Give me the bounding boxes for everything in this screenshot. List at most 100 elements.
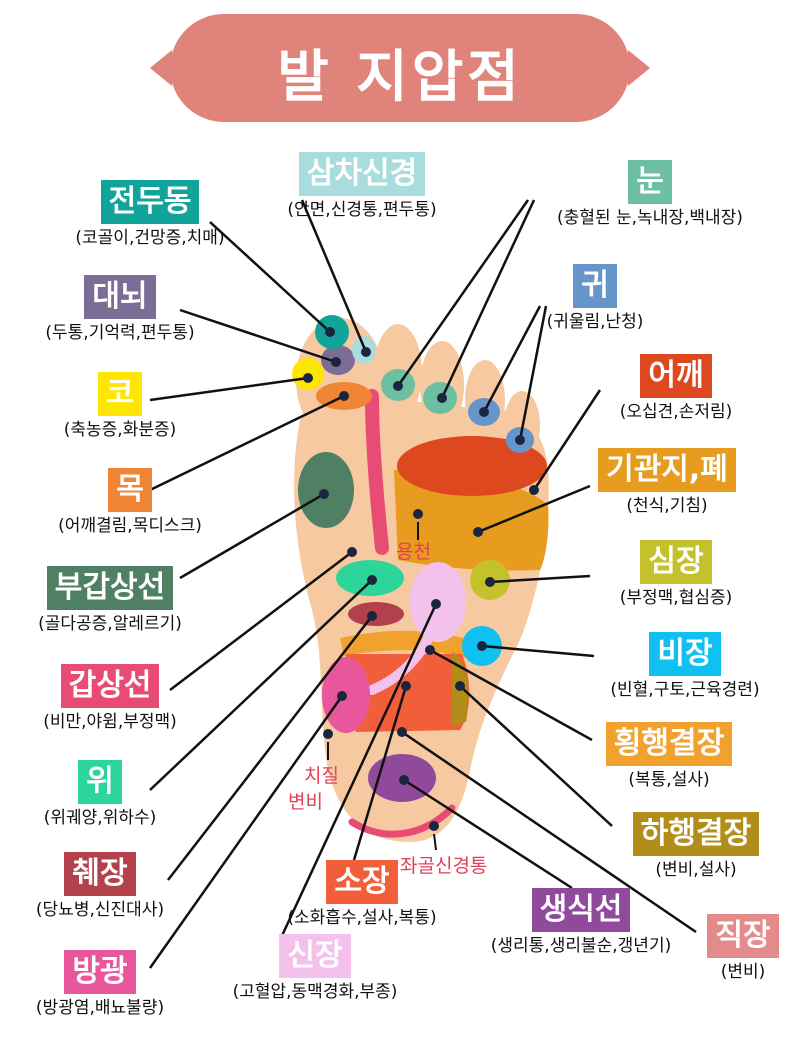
label-bugapsangseon-desc: (골다공증,알레르기) (38, 614, 182, 634)
label-jikjang-desc: (변비) (720, 962, 766, 982)
dot-nun-2 (437, 393, 447, 403)
label-wi: 위 (위궤양,위하수) (10, 760, 190, 829)
label-gigwanji-title: 기관지,폐 (598, 448, 736, 492)
shoulder-zone (397, 436, 547, 496)
dot-daenoe (331, 357, 341, 367)
line-bugapsangseon (179, 492, 325, 580)
label-daenoe-desc: (두통,기억력,편두통) (45, 323, 195, 343)
label-wi-desc: (위궤양,위하수) (43, 808, 157, 828)
label-samchasingyeong-desc: (안면,신경통,편두통) (287, 200, 437, 220)
dot-jikjang (397, 727, 407, 737)
note-arrows (327, 522, 437, 851)
line-gwi-2 (518, 305, 548, 441)
label-gwi-title: 귀 (573, 264, 617, 308)
label-simjang-title: 심장 (640, 540, 712, 584)
line-saengsikseon (403, 778, 573, 890)
label-banggwang: 방광 (방광염,배뇨불량) (0, 950, 200, 1019)
label-sinjang-title: 신장 (279, 934, 351, 978)
line-chwejang (167, 615, 373, 881)
label-bijang: 비장 (빈혈,구토,근육경련) (580, 632, 790, 701)
dot-saengsikseon (399, 775, 409, 785)
shoulder-lung-band (394, 470, 549, 571)
dot-samchasingyeong (361, 347, 371, 357)
line-wi (149, 579, 373, 791)
dot-wi (367, 575, 377, 585)
dot-yongcheon (413, 509, 423, 519)
label-mok-desc: (어깨결림,목디스크) (58, 516, 202, 536)
dot-bugapsangseon (319, 489, 329, 499)
label-hahaenggyeoljang-desc: (변비,설사) (655, 860, 737, 880)
banner-left-point (150, 50, 172, 86)
line-banggwang (148, 695, 344, 969)
label-chwejang: 췌장 (당뇨병,신진대사) (0, 852, 200, 921)
label-gigwanji-desc: (천식,기침) (626, 496, 708, 516)
line-hahaenggyeoljang (459, 685, 613, 827)
line-gigwanji (477, 484, 591, 534)
line-nun-2 (440, 199, 536, 399)
label-ko-desc: (축농증,화분증) (63, 420, 177, 440)
label-nun: 눈 (충혈된 눈,녹내장,백내장) (520, 160, 780, 229)
dot-jwagol (429, 821, 439, 831)
line-sojang (352, 685, 408, 861)
title-banner: 발 지압점 (150, 14, 650, 122)
label-hahaenggyeoljang-title: 하행결장 (632, 812, 760, 856)
dot-sojang (401, 681, 411, 691)
dot-chwejang (367, 611, 377, 621)
dot-gwi-2 (515, 435, 525, 445)
label-jeonduDong-title: 전두동 (100, 180, 200, 224)
label-chwejang-title: 췌장 (64, 852, 136, 896)
label-samchasingyeong: 삼차신경 (안면,신경통,편두통) (232, 152, 492, 221)
label-gwi-desc: (귀울림,난청) (546, 312, 644, 332)
label-hoenghaenggyeoljang-desc: (복통,설사) (628, 770, 710, 790)
dot-mok (339, 391, 349, 401)
label-bijang-desc: (빈혈,구토,근육경련) (610, 680, 760, 700)
label-daenoe-title: 대뇌 (84, 275, 156, 319)
label-gigwanji: 기관지,폐 (천식,기침) (582, 448, 752, 517)
line-jeonduDong (209, 221, 331, 333)
dot-banggwang (337, 691, 347, 701)
dot-hahaenggyeoljang (455, 681, 465, 691)
label-saengsikseon-desc: (생리통,생리불순,갱년기) (490, 936, 672, 956)
label-simjang-desc: (부정맥,협심증) (619, 588, 733, 608)
label-bugapsangseon-title: 부갑상선 (46, 566, 174, 610)
label-chwejang-desc: (당뇨병,신진대사) (35, 900, 165, 920)
label-banggwang-title: 방광 (64, 950, 136, 994)
dot-eokkae (529, 485, 539, 495)
dot-gapsangseon (347, 547, 357, 557)
line-nun-1 (396, 199, 530, 387)
label-jikjang-title: 직장 (707, 914, 779, 958)
dot-nun-1 (393, 381, 403, 391)
dot-bijang (477, 641, 487, 651)
dot-gwi-1 (479, 407, 489, 417)
point-dots (303, 327, 539, 831)
thyroid-curve (365, 389, 389, 555)
line-bijang (481, 644, 595, 658)
sciatic-curve (348, 804, 456, 838)
line-mok (149, 394, 345, 492)
label-bugapsangseon: 부갑상선 (골다공증,알레르기) (10, 566, 210, 635)
label-sojang: 소장 (소화흡수,설사,복통) (262, 860, 462, 929)
dot-jeonduDong (325, 327, 335, 337)
label-banggwang-desc: (방광염,배뇨불량) (35, 998, 165, 1018)
label-sinjang-desc: (고혈압,동맥경화,부종) (232, 982, 398, 1002)
label-ko-title: 코 (98, 372, 142, 416)
dot-sinjang (431, 599, 441, 609)
label-eokkae: 어깨 (오십견,손저림) (586, 354, 766, 423)
line-simjang (489, 574, 591, 584)
note-jwagol: 좌골신경통 (400, 855, 488, 877)
label-wi-title: 위 (78, 760, 122, 804)
label-nun-desc: (충혈된 눈,녹내장,백내장) (557, 208, 743, 228)
line-jikjang (401, 730, 697, 934)
line-gapsangseon (169, 551, 353, 691)
banner-right-point (628, 50, 650, 86)
label-samchasingyeong-title: 삼차신경 (298, 152, 426, 196)
label-jeonduDong: 전두동 (코골이,건망증,치매) (50, 180, 250, 249)
label-ko: 코 (축농증,화분증) (20, 372, 220, 441)
label-saengsikseon-title: 생식선 (531, 888, 631, 932)
line-eokkae (532, 389, 602, 491)
label-jikjang: 직장 (변비) (698, 914, 788, 983)
line-hoenghaenggyeoljang (429, 648, 593, 742)
note-byeonbi: 변비 (288, 791, 323, 813)
dot-ko (303, 373, 313, 383)
